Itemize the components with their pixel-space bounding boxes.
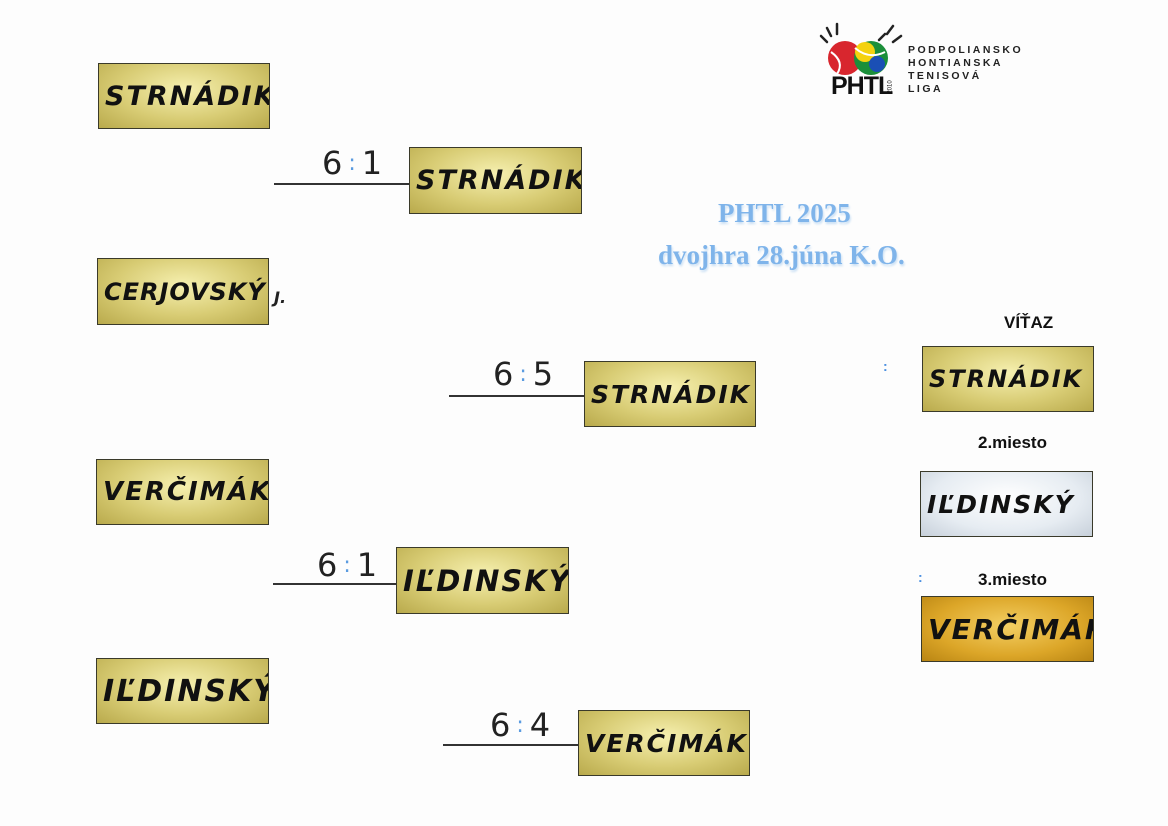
semi2-score: 6:1 — [317, 546, 383, 584]
round1-player-2: CERJOVSKÝ — [97, 258, 269, 325]
logo-mark: PHTL — [831, 72, 893, 100]
semi1-score-colon: : — [348, 151, 362, 176]
third-place-score-colon: : — [516, 713, 530, 738]
tournament-title: PHTL 2025 — [718, 198, 851, 228]
round1-player-4: IĽDINSKÝ — [96, 658, 269, 724]
semi1-score-a: 6 — [322, 144, 349, 182]
round1-player-1: STRNÁDIK — [98, 63, 270, 129]
tournament-subtitle: dvojhra 28.júna K.O. — [658, 240, 905, 270]
final-score-colon: : — [519, 362, 533, 387]
third-place-dot: : — [918, 569, 923, 585]
phtl-logo: PHTL 2010 — [815, 22, 905, 100]
third-place-box: VERČIMÁK — [921, 596, 1094, 662]
round1-player-3: VERČIMÁK — [96, 459, 269, 525]
winner-box: STRNÁDIK — [922, 346, 1094, 412]
logo-year: 2010 — [887, 80, 894, 94]
third-place-match-winner: VERČIMÁK — [578, 710, 750, 776]
semi2-score-b: 1 — [356, 546, 384, 584]
semi1-winner: STRNÁDIK — [409, 147, 582, 214]
third-place-label: 3.miesto — [978, 570, 1047, 589]
third-place-line — [443, 744, 579, 746]
semi2-score-a: 6 — [317, 546, 344, 584]
semi1-score: 6:1 — [322, 144, 388, 182]
third-place-score-a: 6 — [490, 706, 517, 744]
second-place-box: IĽDINSKÝ — [920, 471, 1093, 537]
final-winner: STRNÁDIK — [584, 361, 756, 427]
player-2-initial: J. — [274, 288, 287, 307]
semi1-score-b: 1 — [361, 144, 389, 182]
final-line — [449, 395, 585, 397]
final-score-b: 5 — [532, 355, 560, 393]
final-score-a: 6 — [493, 355, 520, 393]
third-place-score: 6:4 — [490, 706, 556, 744]
org-line-3: TENISOVÁ — [908, 70, 982, 82]
organization-name: PODPOLIANSKO HONTIANSKA TENISOVÁ LIGA — [908, 44, 1023, 96]
final-score: 6:5 — [493, 355, 559, 393]
winner-label: VÍŤAZ — [1004, 313, 1054, 332]
org-line-4: LIGA — [908, 83, 944, 95]
second-place-label: 2.miesto — [978, 433, 1047, 452]
tennis-balls-icon — [819, 22, 903, 75]
third-place-score-b: 4 — [529, 706, 557, 744]
winner-dot: : — [883, 358, 888, 374]
org-line-2: HONTIANSKA — [908, 57, 1003, 69]
org-line-1: PODPOLIANSKO — [908, 44, 1024, 56]
semi2-winner: IĽDINSKÝ — [396, 547, 569, 614]
semi2-score-colon: : — [343, 553, 357, 578]
semi2-line — [273, 583, 396, 585]
semi1-line — [274, 183, 410, 185]
